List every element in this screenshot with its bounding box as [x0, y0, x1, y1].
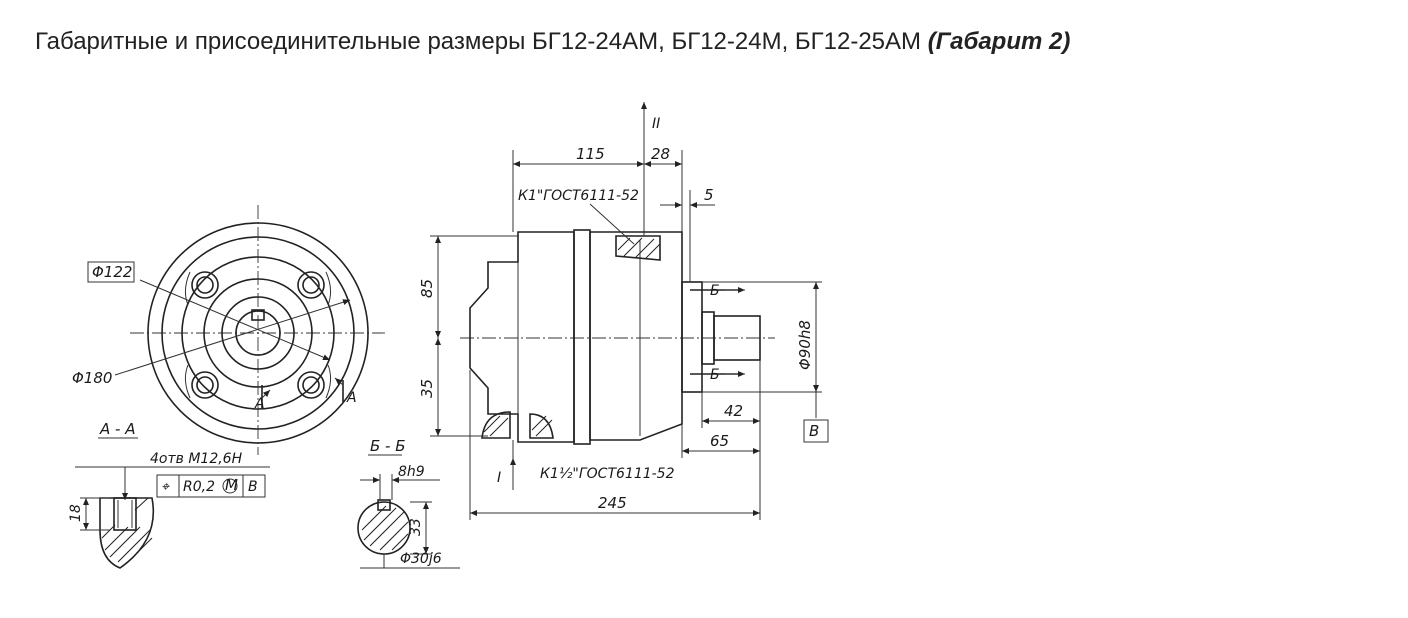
- page-title-emphasis: (Габарит 2): [927, 28, 1071, 55]
- dim-180-label: Φ180: [72, 369, 112, 387]
- section-aa-depth: 18: [68, 504, 84, 522]
- dim-65-label: 65: [710, 432, 729, 450]
- mmc-modifier: M: [225, 476, 238, 494]
- dim-115-label: 115: [576, 145, 605, 163]
- side-view: II I 115 28 5: [418, 102, 829, 520]
- holes-callout: 4отв М12,6Н: [150, 451, 243, 467]
- shaft-diameter-label: Φ30j6: [400, 551, 442, 567]
- section-b-bottom-mark: Б: [710, 367, 720, 383]
- section-bb-title: Б - Б: [370, 437, 406, 455]
- dim-5-label: 5: [704, 186, 714, 204]
- dim-90h8-label: Φ90h8: [796, 320, 814, 370]
- position-tolerance-symbol: ⌖: [161, 479, 170, 495]
- tolerance-datum: В: [248, 479, 258, 495]
- bolt-holes: [184, 271, 332, 399]
- dim-85-label: 85: [418, 279, 436, 298]
- front-view: Φ122 Φ180 A A: [72, 205, 385, 455]
- tolerance-value: R0,2: [183, 479, 215, 495]
- dim-28-label: 28: [651, 145, 670, 163]
- view-mark-i: I: [497, 470, 501, 486]
- tolerance-frame: ⌖ R0,2 M В: [156, 474, 266, 498]
- section-mark-a-left: A: [254, 396, 265, 412]
- section-b-top-mark: Б: [710, 283, 720, 299]
- section-aa-title: A - A: [99, 420, 135, 438]
- view-mark-ii: II: [652, 116, 660, 132]
- datum-b-label: В: [809, 422, 819, 440]
- dim-122-label: Φ122: [92, 263, 132, 281]
- dim-35-label: 35: [418, 379, 436, 398]
- dim-42-label: 42: [724, 402, 743, 420]
- section-bb: Б - Б 8h9 33 Φ30j6: [357, 437, 460, 569]
- key-depth-label: 33: [408, 518, 424, 536]
- page-title-main: Габаритные и присоединительные размеры Б…: [35, 28, 922, 55]
- page-title: Габаритные и присоединительные размеры Б…: [35, 28, 1070, 56]
- section-aa: A - A 4отв М12,6Н ⌖ R0,2 M В 18: [68, 420, 270, 569]
- dim-245-label: 245: [598, 494, 627, 512]
- section-mark-a-right: A: [346, 390, 357, 406]
- port-bottom-label: К1½"ГОСТ6111-52: [540, 466, 675, 482]
- port-top-label: К1"ГОСТ6111-52: [518, 188, 639, 204]
- key-width-label: 8h9: [398, 464, 425, 480]
